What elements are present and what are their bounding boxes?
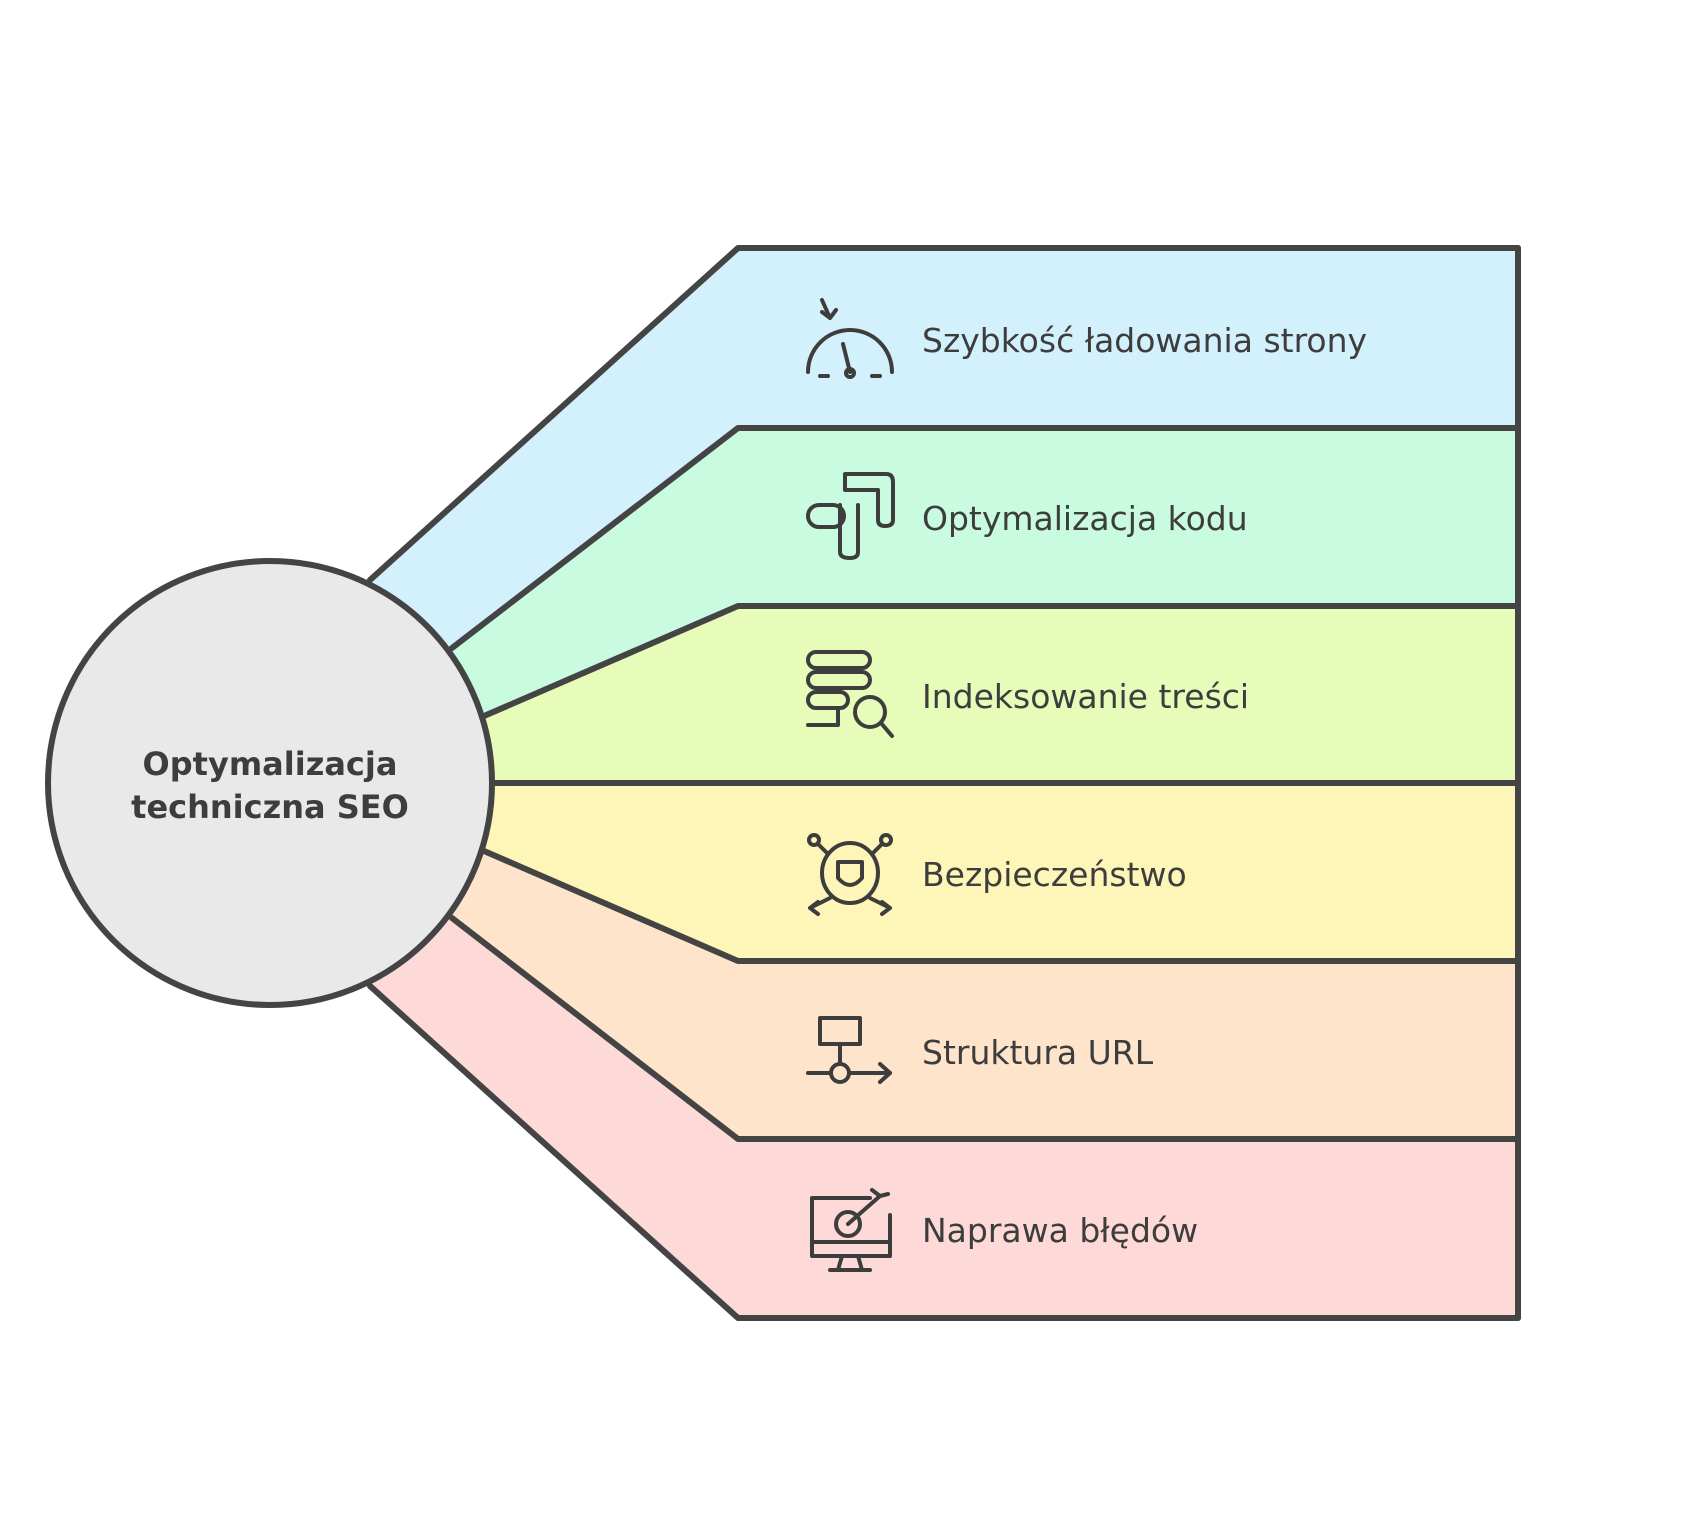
code-pipe-icon [806, 472, 895, 560]
band-3 [270, 783, 1518, 961]
item-label-2: Indeksowanie treści [922, 677, 1249, 716]
band-border-5 [449, 915, 1521, 1142]
band-border-1 [449, 425, 1521, 651]
item-label-0: Szybkość ładowania strony [922, 321, 1367, 360]
shield-network-icon [807, 833, 893, 916]
band-0 [270, 248, 1518, 783]
center-circle [45, 558, 495, 1008]
monitor-target-icon [810, 1188, 892, 1272]
item-label-3: Bezpieczeństwo [922, 855, 1187, 894]
item-label-5: Naprawa błędów [922, 1211, 1198, 1250]
band-2 [270, 606, 1518, 783]
hierarchy-icon [806, 1016, 892, 1084]
band-5 [270, 783, 1518, 1318]
band-border-6 [367, 983, 1521, 1321]
database-search-icon [806, 650, 894, 738]
center-title-line2: techniczna SEO [131, 788, 409, 826]
speedometer-icon [806, 298, 894, 379]
item-label-4: Struktura URL [922, 1033, 1154, 1072]
band-border-0 [367, 245, 1521, 583]
center-title-line1: Optymalizacja [143, 745, 398, 783]
item-label-1: Optymalizacja kodu [922, 499, 1248, 538]
band-border-2 [481, 603, 1521, 719]
band-border-4 [481, 848, 1521, 964]
